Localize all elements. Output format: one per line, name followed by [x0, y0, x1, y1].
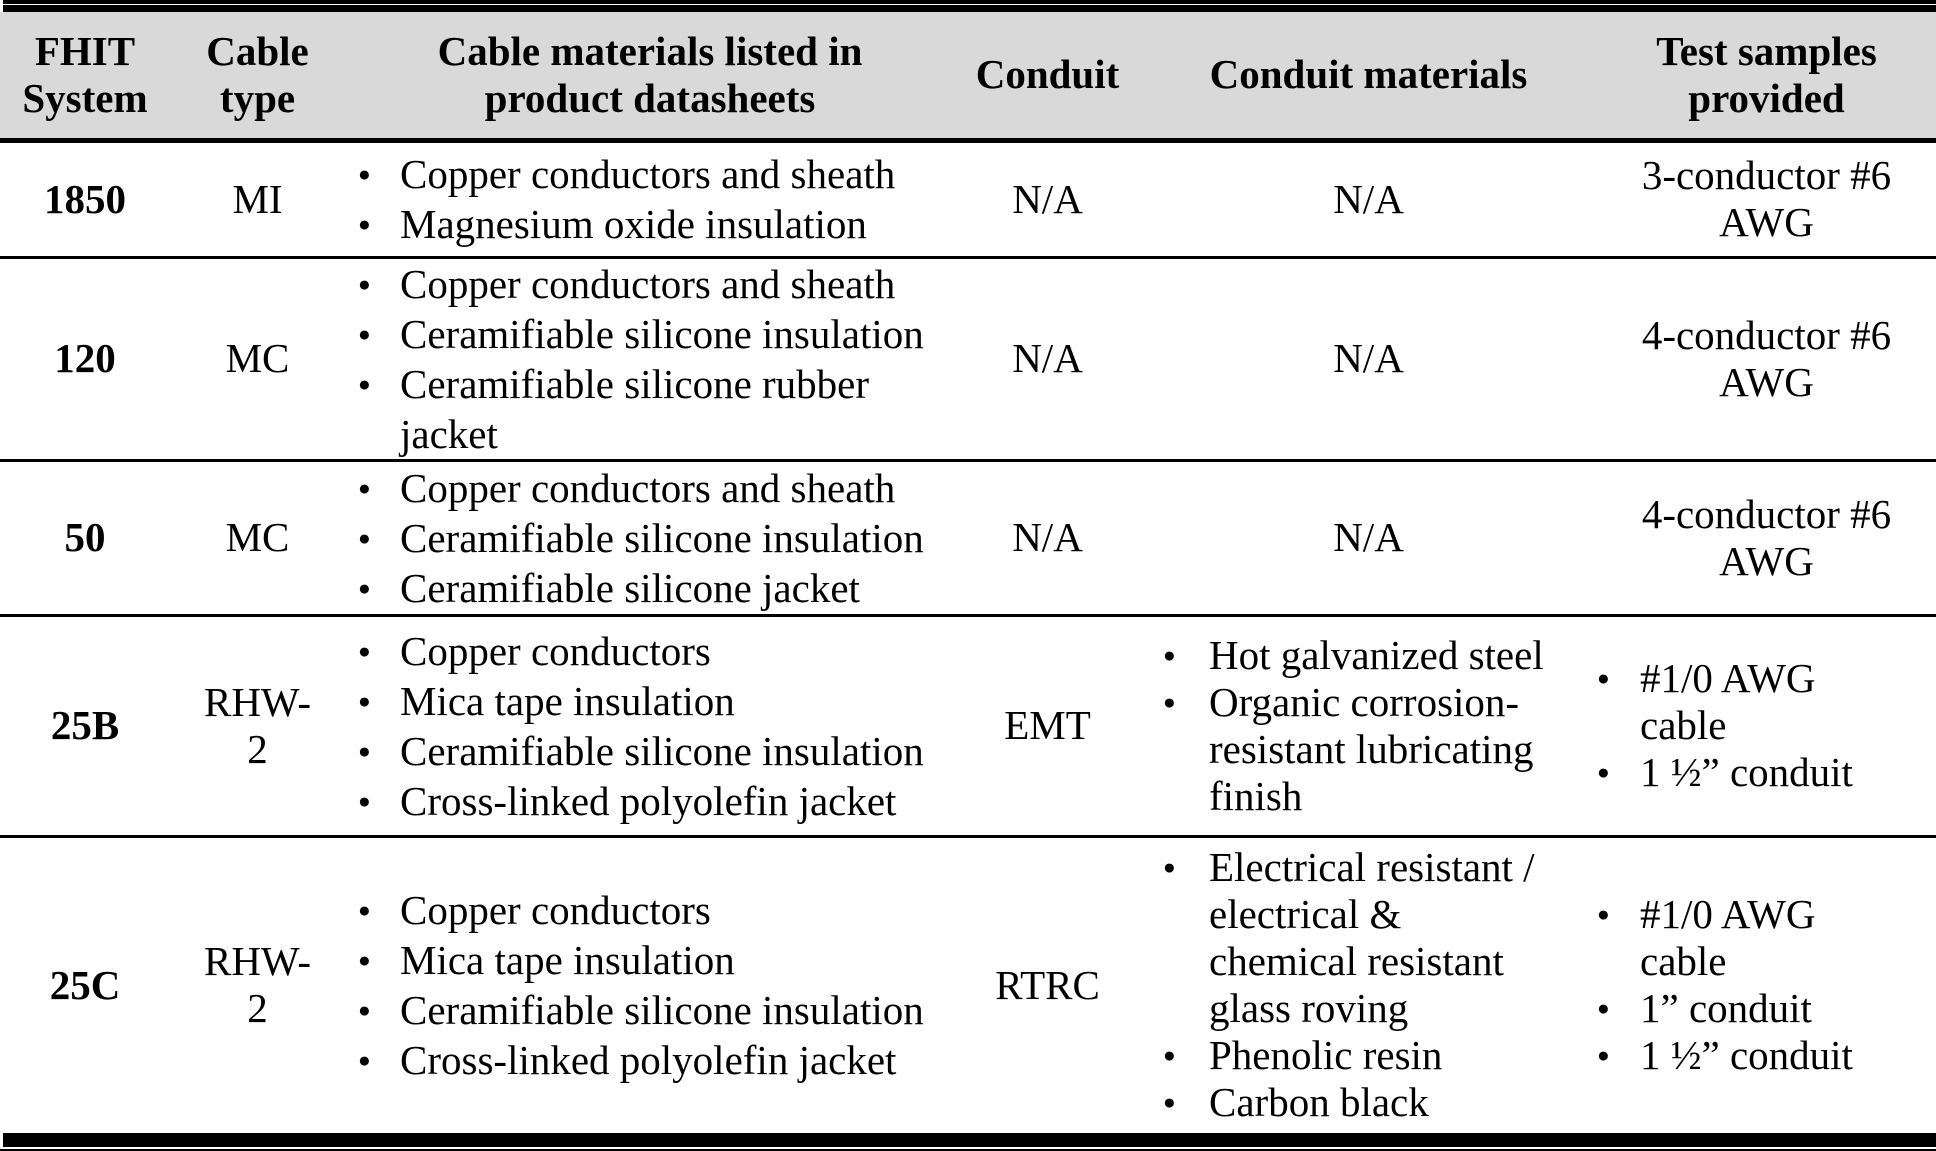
- cell-conduit-materials: N/A: [1140, 257, 1597, 462]
- cell-cable-type: RHW-2: [203, 938, 312, 1032]
- cell-fhit-system: 120: [0, 257, 170, 462]
- cell-cable-materials: Copper conductors and sheathCeramifiable…: [345, 460, 955, 617]
- bullet-item: #1/0 AWG cable: [1597, 891, 1901, 985]
- bullet-item: Cross-linked polyolefin jacket: [355, 776, 940, 826]
- cell-fhit-system: 25B: [0, 615, 170, 838]
- header-row: FHIT System Cable type Cable materials l…: [0, 12, 1936, 143]
- bullet-item: 1” conduit: [1597, 985, 1901, 1032]
- cell-cable-type: RHW-2: [170, 615, 345, 838]
- bullet-item: Mica tape insulation: [355, 935, 940, 985]
- table-row-120: 120 MC Copper conductors and sheathCeram…: [0, 257, 1936, 462]
- bullet-item: Electrical resistant / electrical & chem…: [1150, 844, 1552, 1032]
- bullet-item: Ceramifiable silicone insulation: [355, 513, 940, 563]
- fhit-systems-table: FHIT System Cable type Cable materials l…: [0, 12, 1936, 1133]
- bullet-item: Hot galvanized steel: [1150, 632, 1552, 679]
- table-bottom-border: [0, 1133, 1936, 1151]
- bullet-item: Magnesium oxide insulation: [355, 199, 940, 249]
- col-header-cable-materials: Cable materials listed in product datash…: [345, 12, 955, 143]
- bullet-item: #1/0 AWG cable: [1597, 655, 1901, 749]
- cell-fhit-system: 1850: [0, 140, 170, 259]
- bullet-item: Carbon black: [1150, 1079, 1552, 1126]
- bullet-item: Cross-linked polyolefin jacket: [355, 1035, 940, 1085]
- bullet-item: Copper conductors: [355, 626, 940, 676]
- col-header-cable-type: Cable type: [170, 12, 345, 143]
- cell-conduit: N/A: [955, 460, 1140, 617]
- cell-cable-type: MC: [170, 460, 345, 617]
- bullet-item: Ceramifiable silicone rubber jacket: [355, 359, 940, 459]
- cell-conduit: N/A: [955, 257, 1140, 462]
- cell-cable-materials: Copper conductorsMica tape insulationCer…: [345, 836, 955, 1133]
- col-header-test-samples: Test samples provided: [1597, 12, 1936, 143]
- cell-test-samples: #1/0 AWG cable1 ½” conduit: [1597, 615, 1936, 838]
- table-row-1850: 1850 MI Copper conductors and sheathMagn…: [0, 140, 1936, 259]
- table-row-50: 50 MC Copper conductors and sheathCerami…: [0, 460, 1936, 617]
- bullet-item: Phenolic resin: [1150, 1032, 1552, 1079]
- cell-conduit: EMT: [955, 615, 1140, 838]
- cell-cable-materials: Copper conductors and sheathMagnesium ox…: [345, 140, 955, 259]
- bullet-item: Mica tape insulation: [355, 676, 940, 726]
- bullet-item: Ceramifiable silicone insulation: [355, 985, 940, 1035]
- cell-conduit-materials: Electrical resistant / electrical & chem…: [1140, 836, 1597, 1133]
- bullet-item: Organic corrosion-resistant lubricating …: [1150, 679, 1552, 820]
- bullet-item: Copper conductors: [355, 885, 940, 935]
- column-gap-marker: [0, 1133, 3, 1147]
- bullet-item: 1 ½” conduit: [1597, 1032, 1901, 1079]
- cell-fhit-system: 50: [0, 460, 170, 617]
- cell-conduit: RTRC: [995, 961, 1100, 1008]
- cell-test-samples: 4-conductor #6 AWG: [1597, 460, 1936, 617]
- bullet-item: Ceramifiable silicone jacket: [355, 563, 940, 613]
- bullet-item: Copper conductors and sheath: [355, 149, 940, 199]
- cell-test-samples: #1/0 AWG cable1” conduit1 ½” conduit: [1597, 836, 1936, 1133]
- cell-conduit-materials: Hot galvanized steelOrganic corrosion-re…: [1140, 615, 1597, 838]
- col-header-conduit: Conduit: [955, 12, 1140, 143]
- table-row-25B: 25B RHW-2 Copper conductorsMica tape ins…: [0, 615, 1936, 838]
- col-header-fhit-system: FHIT System: [0, 12, 170, 143]
- cell-test-samples: 4-conductor #6 AWG: [1597, 257, 1936, 462]
- bullet-item: Copper conductors and sheath: [355, 463, 940, 513]
- cell-conduit-materials: N/A: [1140, 140, 1597, 259]
- bullet-item: Ceramifiable silicone insulation: [355, 309, 940, 359]
- cell-conduit: N/A: [955, 140, 1140, 259]
- col-header-conduit-materials: Conduit materials: [1140, 12, 1597, 143]
- bullet-item: Copper conductors and sheath: [355, 259, 940, 309]
- bullet-item: 1 ½” conduit: [1597, 749, 1901, 796]
- cell-fhit-system: 25C: [49, 961, 121, 1008]
- cell-cable-type: MI: [170, 140, 345, 259]
- table-row-25C: 25C RHW-2 Copper conductorsMica tape ins…: [0, 836, 1936, 1133]
- cell-cable-materials: Copper conductorsMica tape insulationCer…: [345, 615, 955, 838]
- cell-cable-materials: Copper conductors and sheathCeramifiable…: [345, 257, 955, 462]
- column-gap-marker: [0, 0, 3, 12]
- cell-test-samples: 3-conductor #6 AWG: [1597, 140, 1936, 259]
- table-top-border: [0, 0, 1936, 12]
- bullet-item: Ceramifiable silicone insulation: [355, 726, 940, 776]
- cell-conduit-materials: N/A: [1140, 460, 1597, 617]
- cell-cable-type: MC: [170, 257, 345, 462]
